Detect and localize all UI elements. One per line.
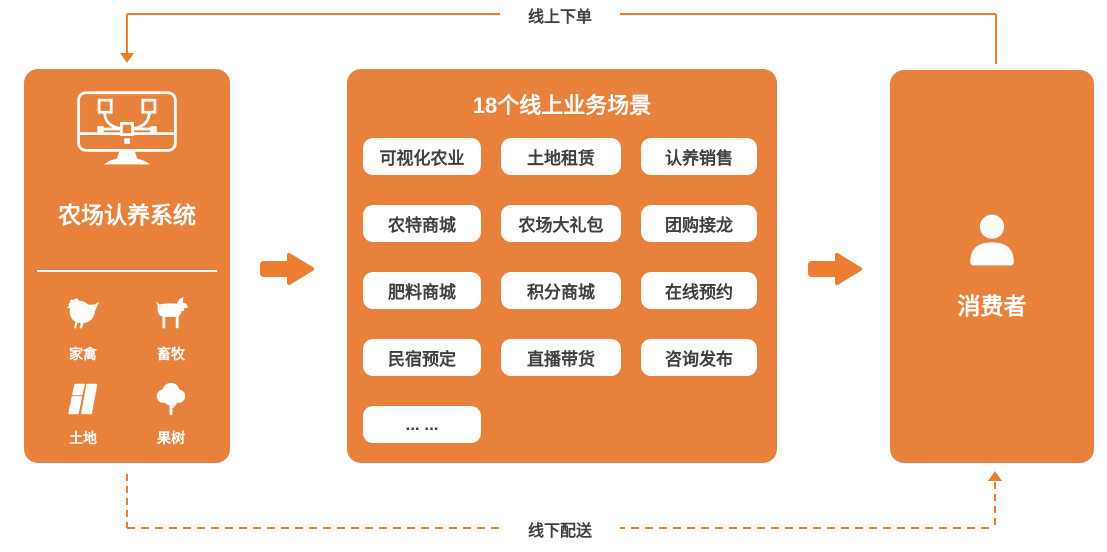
farm-system-panel: 农场认养系统 家禽 畜牧	[24, 69, 230, 463]
goat-icon	[151, 296, 191, 339]
scenario-pill: 民宿预定	[363, 339, 481, 376]
scenario-pill: 农特商城	[363, 205, 481, 242]
online-order-label: 线上下单	[500, 3, 620, 27]
scenario-pill: 可视化农业	[363, 138, 481, 175]
person-icon	[963, 212, 1021, 273]
asset-label: 果树	[157, 430, 185, 446]
scenario-pill: 认养销售	[641, 138, 757, 175]
asset-label: 家禽	[69, 346, 97, 362]
scenario-pill: 在线预约	[641, 272, 757, 309]
scenario-pill: 土地租赁	[501, 138, 621, 175]
scenario-pill: 肥料商城	[363, 272, 481, 309]
scenario-pill: 积分商城	[501, 272, 621, 309]
scenarios-title: 18个线上业务场景	[472, 93, 652, 118]
scenario-pill: 咨询发布	[641, 339, 757, 376]
arrow-up-icon	[988, 471, 1002, 481]
asset-poultry: 家禽	[39, 296, 127, 364]
flow-arrow-icon	[258, 248, 318, 290]
fruit-tree-icon	[151, 380, 191, 423]
chicken-icon	[63, 296, 103, 339]
asset-fruit-tree: 果树	[127, 380, 215, 448]
asset-label: 畜牧	[157, 346, 185, 362]
scenario-grid: 可视化农业 土地租赁 认养销售 农特商城 农场大礼包 团购接龙 肥料商城 积分商…	[363, 138, 761, 443]
scenario-pill-more: ... ...	[363, 406, 481, 443]
online-order-line-right-drop	[995, 14, 997, 64]
monitor-vector-nodes-icon	[71, 89, 183, 174]
asset-land: 土地	[39, 380, 127, 448]
scenario-pill: 农场大礼包	[501, 205, 621, 242]
offline-delivery-label: 线下配送	[500, 517, 620, 541]
scenario-pill: 直播带货	[501, 339, 621, 376]
divider	[37, 270, 217, 272]
scenario-pill: 团购接龙	[641, 205, 757, 242]
offline-delivery-line-right-rise	[994, 482, 996, 528]
farm-asset-grid: 家禽 畜牧 土地	[39, 296, 215, 448]
consumer-panel: 消费者	[890, 70, 1094, 463]
land-plots-icon	[63, 380, 103, 423]
arrow-down-icon	[120, 53, 134, 63]
scenarios-panel: 18个线上业务场景 可视化农业 土地租赁 认养销售 农特商城 农场大礼包 团购接…	[347, 69, 777, 463]
online-order-line-left-drop	[126, 14, 128, 54]
offline-delivery-line-left-drop	[126, 474, 128, 528]
asset-livestock: 畜牧	[127, 296, 215, 364]
consumer-title: 消费者	[957, 293, 1027, 319]
flow-arrow-icon	[806, 248, 866, 290]
farm-system-title: 农场认养系统	[58, 202, 196, 228]
asset-label: 土地	[69, 430, 97, 446]
